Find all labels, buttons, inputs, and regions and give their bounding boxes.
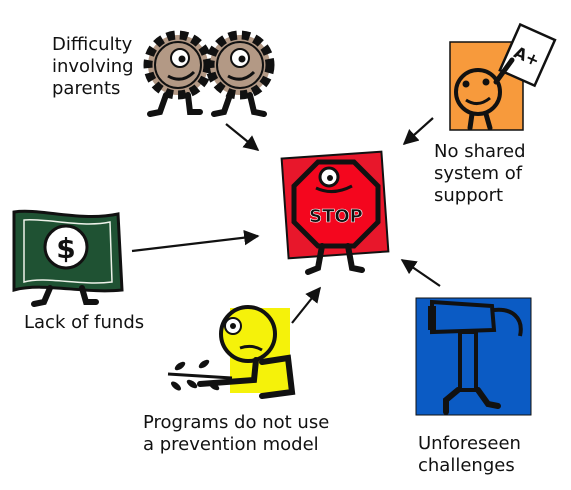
- stop-sign-icon: STOP: [280, 150, 390, 275]
- report-card-icon: A+: [449, 22, 557, 131]
- label-line: Lack of funds: [24, 312, 145, 333]
- stop-text: STOP: [309, 206, 363, 227]
- arrow-prevention: [291, 286, 321, 324]
- label-line: involving: [52, 56, 134, 77]
- hammer-handle: [458, 330, 478, 392]
- arrow-support: [402, 117, 434, 146]
- stop-mouth: [315, 184, 353, 193]
- label-prevention: Programs do not use a prevention model: [143, 412, 329, 456]
- label-line: Unforeseen: [418, 433, 521, 454]
- cog-left: [143, 30, 213, 117]
- arrow-unforeseen: [400, 259, 441, 287]
- arrow-funds: [131, 229, 260, 253]
- label-parents: Difficulty involving parents: [52, 34, 134, 100]
- label-line: Difficulty: [52, 34, 133, 55]
- arrows: [131, 117, 441, 324]
- label-line: challenges: [418, 455, 515, 476]
- arrow-parents: [225, 123, 260, 151]
- cogs-icon: [143, 30, 275, 117]
- label-line: Programs do not use: [143, 412, 330, 433]
- label-line: parents: [52, 78, 121, 99]
- label-support: No shared system of support: [434, 141, 526, 207]
- branch: [167, 372, 233, 380]
- label-line: support: [434, 185, 504, 206]
- label-line: a prevention model: [143, 434, 319, 455]
- support-face: [454, 68, 502, 116]
- dollar-bill-icon: $: [12, 209, 124, 307]
- label-unforeseen: Unforeseen challenges: [418, 433, 521, 477]
- grade-paper: [498, 22, 557, 88]
- label-line: system of: [434, 163, 523, 184]
- leaves: [171, 359, 220, 391]
- coin-circle: [43, 224, 89, 270]
- prevention-character-icon: [167, 305, 296, 399]
- unforeseen-character-icon: [415, 297, 532, 416]
- cog-right: [205, 30, 275, 117]
- stop-octagon: [291, 159, 381, 249]
- label-funds: Lack of funds: [24, 312, 144, 334]
- hammer-head: [430, 299, 497, 335]
- label-line: No shared: [434, 141, 526, 162]
- money-symbol: $: [56, 232, 75, 265]
- stop-legs: [305, 243, 365, 275]
